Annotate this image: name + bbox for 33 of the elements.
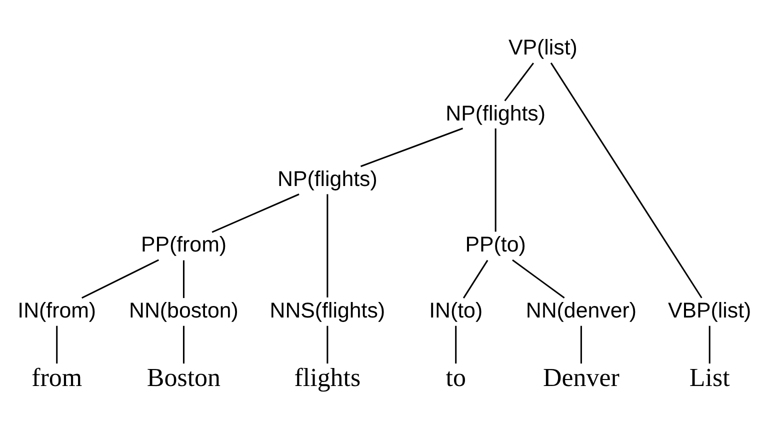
- connector: [580, 326, 582, 364]
- connector: [182, 326, 184, 364]
- connector: [212, 194, 300, 233]
- node-text: IN(from): [18, 298, 96, 322]
- node-text: NN(denver): [526, 298, 636, 322]
- connector: [504, 62, 534, 102]
- connector: [550, 62, 702, 298]
- node-text: IN(to): [429, 298, 483, 322]
- connector: [182, 260, 184, 298]
- node-text: to: [446, 363, 466, 392]
- node-text: Boston: [146, 363, 221, 392]
- node-text: PP(from): [140, 232, 227, 257]
- node-text: VBP(list): [668, 298, 752, 322]
- connector: [326, 326, 328, 364]
- connector: [512, 259, 565, 299]
- connector: [455, 326, 457, 364]
- node-text: PP(to): [465, 232, 526, 257]
- node-text: List: [689, 363, 730, 392]
- node-text: NP(flights): [278, 166, 378, 191]
- connector: [326, 194, 328, 298]
- node-text: NP(flights): [446, 101, 546, 126]
- connector: [82, 259, 159, 299]
- node-text: VP(list): [508, 36, 578, 60]
- connector: [708, 326, 710, 364]
- node-text: from: [32, 363, 82, 392]
- node-text: Denver: [542, 363, 620, 392]
- connector: [462, 260, 488, 298]
- connector: [360, 128, 464, 168]
- connector: [494, 128, 496, 232]
- node-text: NNS(flights): [270, 298, 386, 322]
- connector: [56, 326, 58, 364]
- node-text: flights: [294, 363, 361, 392]
- node-text: NN(boston): [129, 298, 238, 322]
